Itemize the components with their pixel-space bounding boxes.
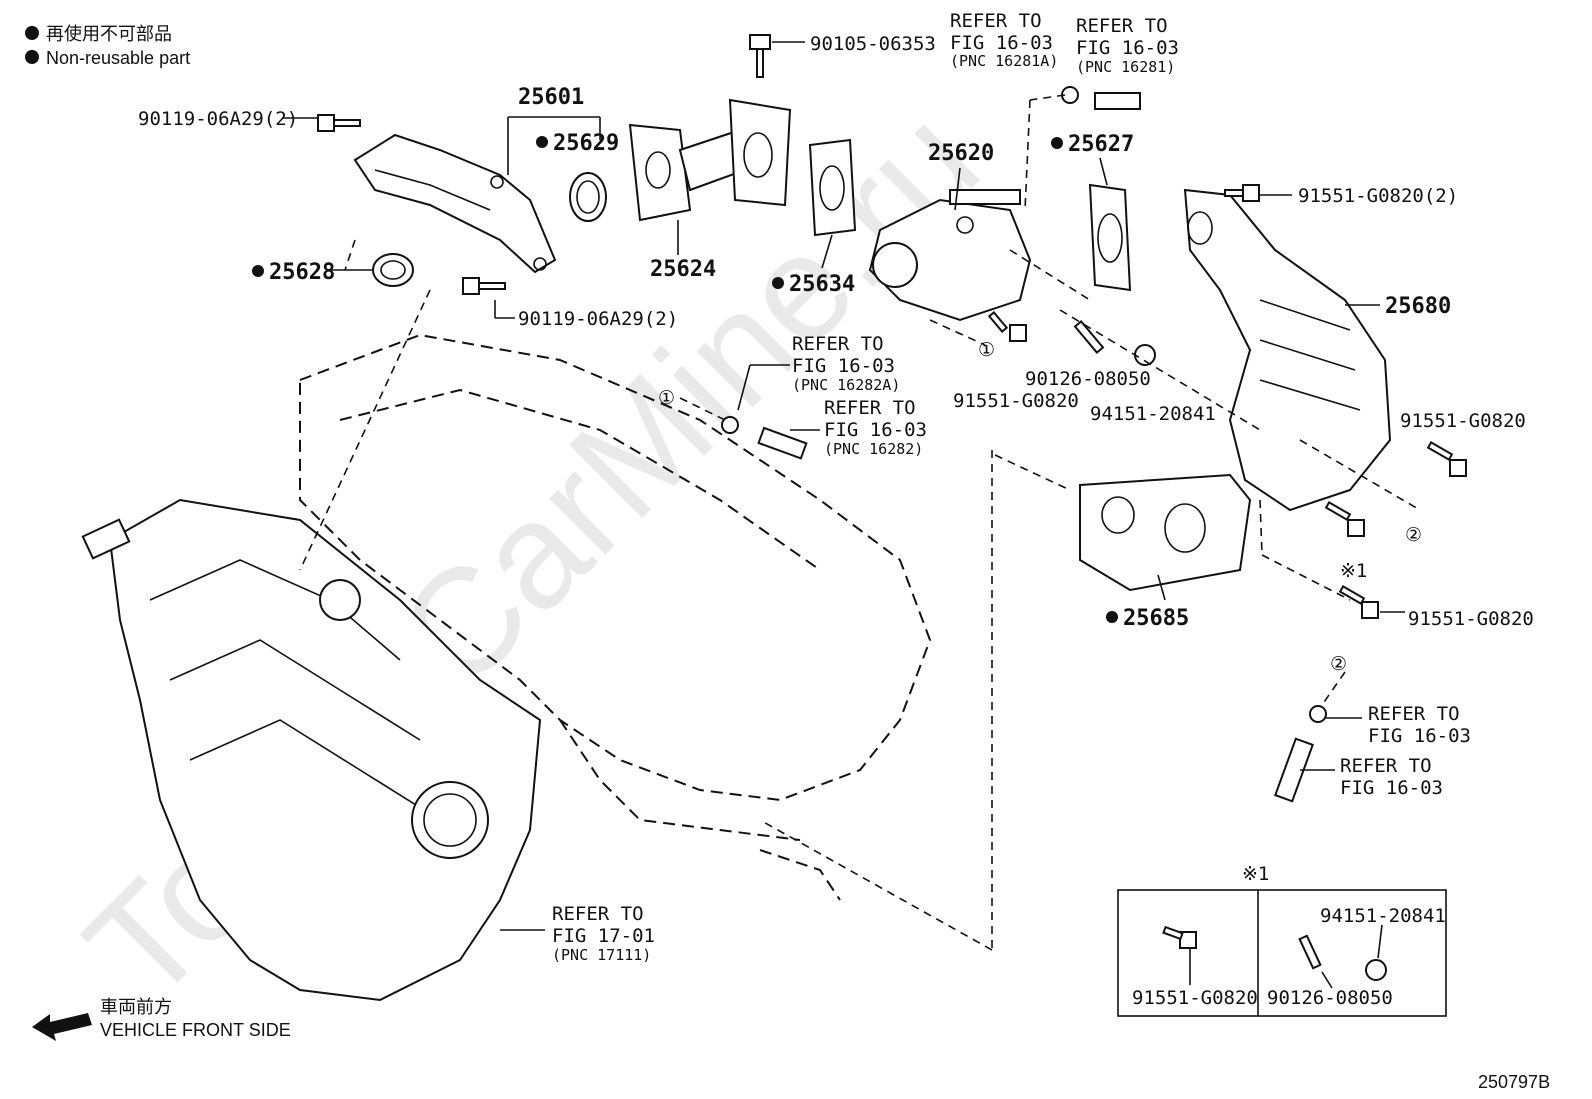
inset-right-bottom-label: 90126-08050 <box>1267 987 1393 1009</box>
egr-valve-25620 <box>868 189 1032 322</box>
label-25680: 25680 <box>1385 294 1451 319</box>
markers: ① ① ② ② ※1 <box>658 339 1422 675</box>
intake-manifold <box>81 498 542 1002</box>
label-90105: 90105-06353 <box>810 33 936 55</box>
label-25620: 25620 <box>928 141 994 166</box>
figure-code: 250797B <box>1478 1072 1550 1092</box>
engine-outline <box>299 333 932 901</box>
ref1-line2: FIG 16-03 <box>950 32 1053 54</box>
front-arrow-icon <box>32 1013 92 1041</box>
egr-pipe-25624 <box>628 98 792 222</box>
label-94151: 94151-20841 <box>1090 403 1216 425</box>
bolt-icons <box>317 34 1467 619</box>
hoses <box>721 86 1327 803</box>
ref4-line1: REFER TO <box>824 397 916 419</box>
ref2-line2: FIG 16-03 <box>1076 37 1179 59</box>
ref3-line1: REFER TO <box>792 333 884 355</box>
label-91551-b: 91551-G0820 <box>1400 410 1526 432</box>
ref1-line1: REFER TO <box>950 10 1042 32</box>
marker-1-left: ① <box>658 387 675 409</box>
legend-en: Non-reusable part <box>46 48 190 68</box>
gasket-25628 <box>372 253 414 287</box>
label-25685: 25685 <box>1123 606 1189 631</box>
label-90126: 90126-08050 <box>1025 368 1151 390</box>
egr-pipe-25601 <box>353 133 557 274</box>
ref2-line3: (PNC 16281) <box>1076 58 1175 76</box>
ref4-line2: FIG 16-03 <box>824 419 927 441</box>
ref3-line2: FIG 16-03 <box>792 355 895 377</box>
ref7-line3: (PNC 17111) <box>552 946 651 964</box>
ref7-line1: REFER TO <box>552 903 644 925</box>
inset-right-top-label: 94151-20841 <box>1320 905 1446 927</box>
ref6-line1: REFER TO <box>1340 755 1432 777</box>
leader-lines <box>282 41 1421 951</box>
label-25627: 25627 <box>1068 132 1134 157</box>
inset-box: ※1 91551-G0820 94151-20841 90126-08050 <box>1117 863 1447 1017</box>
gasket-25629 <box>569 172 607 222</box>
non-reusable-dot-icon <box>25 50 39 64</box>
front-en: VEHICLE FRONT SIDE <box>100 1020 291 1040</box>
ref4-line3: (PNC 16282) <box>824 440 923 458</box>
refer-labels: REFER TO FIG 16-03 (PNC 16281A) REFER TO… <box>552 10 1471 964</box>
legend: 再使用不可部品 Non-reusable part <box>25 24 190 68</box>
ref5-line2: FIG 16-03 <box>1368 725 1471 747</box>
label-25628: 25628 <box>269 260 335 285</box>
gasket-25627 <box>1088 183 1132 292</box>
label-25634: 25634 <box>789 272 855 297</box>
ref2-line1: REFER TO <box>1076 15 1168 37</box>
ref5-line1: REFER TO <box>1368 703 1460 725</box>
part-labels: 25601 25629 25628 25624 25634 25620 2562… <box>252 85 1451 631</box>
vehicle-front-indicator: 車両前方 VEHICLE FRONT SIDE <box>32 997 291 1041</box>
label-90119-bottom: 90119-06A29(2) <box>518 308 678 330</box>
bolt-labels: 90105-06353 90119-06A29(2) 90119-06A29(2… <box>138 33 1534 630</box>
marker-2-top: ② <box>1405 524 1422 546</box>
note-1-marker: ※1 <box>1340 560 1367 582</box>
ref1-line3: (PNC 16281A) <box>950 52 1058 70</box>
label-90119-top: 90119-06A29(2) <box>138 108 298 130</box>
ref3-line3: (PNC 16282A) <box>792 376 900 394</box>
marker-1-right: ① <box>978 339 995 361</box>
label-25624: 25624 <box>650 257 716 282</box>
ref6-line2: FIG 16-03 <box>1340 777 1443 799</box>
label-91551-2: 91551-G0820(2) <box>1298 185 1458 207</box>
inset-left-label: 91551-G0820 <box>1132 987 1258 1009</box>
legend-jp: 再使用不可部品 <box>46 24 172 44</box>
label-25629: 25629 <box>553 131 619 156</box>
label-91551-c: 91551-G0820 <box>1408 608 1534 630</box>
egr-cooler-25680 <box>1183 188 1392 512</box>
inset-title: ※1 <box>1242 863 1269 885</box>
label-25601: 25601 <box>518 85 584 110</box>
ref7-line2: FIG 17-01 <box>552 925 655 947</box>
non-reusable-dot-icon <box>25 26 39 40</box>
front-jp: 車両前方 <box>100 997 172 1017</box>
label-91551-a: 91551-G0820 <box>953 390 1079 412</box>
marker-2-bottom: ② <box>1330 653 1347 675</box>
gasket-25634 <box>808 138 857 237</box>
